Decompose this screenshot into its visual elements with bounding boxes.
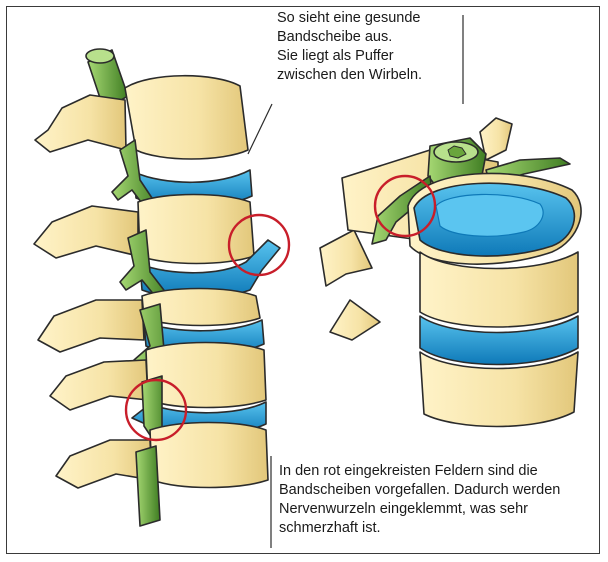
oblique-view-spine xyxy=(320,118,581,427)
side-view-spine xyxy=(34,49,280,526)
vertebra-2-process xyxy=(34,206,138,258)
vertebra-4 xyxy=(146,343,266,408)
vertebra-3-process xyxy=(38,300,144,352)
vertebra-1-process xyxy=(35,95,126,152)
herniated-discs-caption: In den rot eingekreisten Feldern sind di… xyxy=(279,462,599,538)
disc-nucleus xyxy=(436,194,543,236)
vertebra-2 xyxy=(138,195,254,264)
healthy-disc-caption: So sieht eine gesunde Bandscheibe aus. S… xyxy=(277,9,467,85)
lower-process-2 xyxy=(330,300,380,340)
lower-process xyxy=(320,230,372,286)
spinal-cord-end xyxy=(86,49,114,63)
vertebra-5 xyxy=(150,423,268,488)
vertebra-4-process xyxy=(50,360,148,410)
nerve-root-5 xyxy=(136,446,160,526)
vertebra-1 xyxy=(125,76,248,159)
